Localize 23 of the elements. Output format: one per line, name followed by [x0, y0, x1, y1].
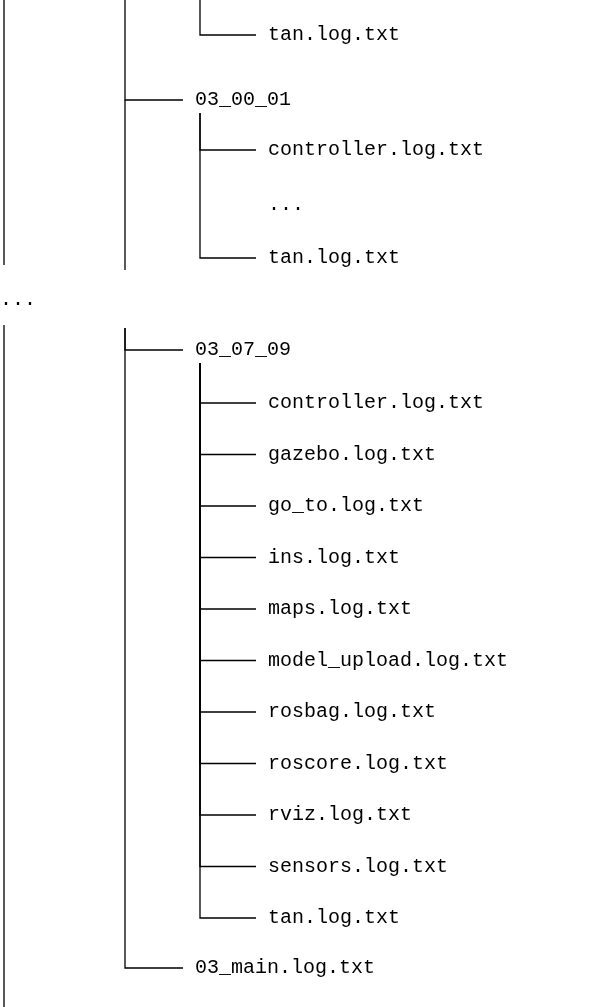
file-name: controller.log.txt	[268, 391, 485, 415]
tree-connector	[199, 0, 257, 36]
file-name: gazebo.log.txt	[268, 442, 437, 467]
file-name: rosbag.log.txt	[268, 700, 437, 724]
tree-connector	[124, 327, 184, 969]
file-name: 03_main.log.txt	[195, 956, 376, 980]
folder-name: 03_00_01	[195, 88, 291, 112]
file-name: ins.log.txt	[268, 545, 401, 570]
ellipsis-text: ...	[0, 288, 36, 312]
file-name: controller.log.txt	[268, 138, 485, 162]
folder-name: 03_07_09	[195, 338, 291, 362]
tree-connector	[124, 0, 184, 101]
tree-connector	[199, 112, 257, 259]
file-name: tan.log.txt	[268, 23, 401, 47]
ellipsis-text: ...	[268, 193, 304, 217]
file-name: sensors.log.txt	[268, 854, 449, 879]
file-name: go_to.log.txt	[268, 494, 425, 518]
file-name: tan.log.txt	[268, 246, 401, 270]
file-name: model_upload.log.txt	[268, 648, 509, 673]
file-name: tan.log.txt	[268, 906, 401, 930]
file-name: roscore.log.txt	[268, 751, 449, 776]
file-name: rviz.log.txt	[268, 803, 413, 827]
file-name: maps.log.txt	[268, 597, 413, 621]
